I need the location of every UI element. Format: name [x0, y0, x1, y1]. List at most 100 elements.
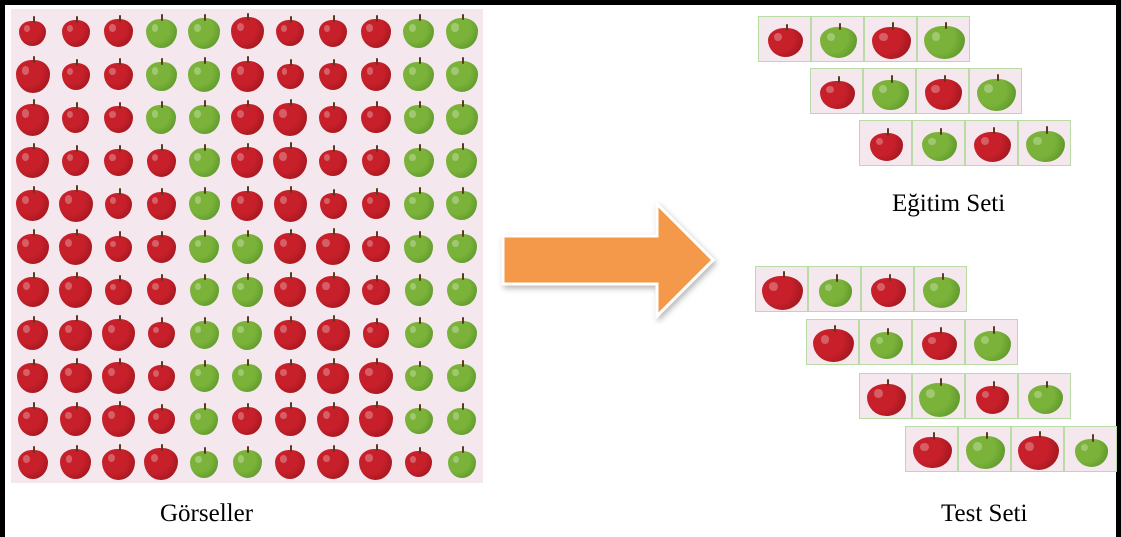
apple-tile [11, 138, 55, 182]
green-apple-icon [870, 332, 903, 360]
apple-tile [225, 9, 269, 53]
apple-stem [992, 326, 995, 334]
apple-stem [837, 75, 840, 84]
apple-tile [53, 224, 98, 269]
apple-tile [440, 9, 483, 53]
apple-tile [806, 319, 859, 365]
apple-tile [268, 396, 312, 441]
apple-stem [118, 357, 121, 365]
green-apple-icon [446, 191, 478, 221]
green-apple-icon [405, 408, 433, 435]
green-apple-icon [445, 17, 479, 49]
apple-tile [225, 181, 269, 225]
red-apple-icon [230, 60, 264, 93]
green-apple-icon [922, 132, 957, 162]
red-apple-icon [274, 363, 306, 394]
red-apple-icon [820, 80, 855, 109]
red-apple-icon [924, 79, 963, 111]
apple-stem [943, 74, 946, 82]
apple-stem [886, 327, 889, 335]
green-apple-icon [922, 277, 961, 309]
apple-stem [75, 145, 78, 153]
apple-stem [375, 357, 378, 365]
apple-tile [182, 95, 227, 139]
red-apple-icon [317, 449, 349, 480]
apple-tile [916, 68, 969, 114]
apple-tile [96, 353, 141, 398]
apple-stem [461, 446, 464, 454]
red-apple-icon [761, 275, 804, 310]
apple-tile [225, 95, 269, 139]
apple-tile [53, 181, 98, 225]
apple-stem [161, 404, 164, 411]
green-apple-icon [188, 61, 221, 92]
apple-stem [333, 101, 336, 109]
apple-tile [182, 138, 227, 182]
apple-tile [354, 396, 398, 441]
apple-stem [833, 324, 836, 332]
apple-tile [182, 396, 227, 441]
apple-tile [440, 439, 483, 483]
apple-tile [440, 353, 483, 398]
apple-tile [758, 16, 811, 62]
apple-stem [32, 445, 35, 453]
apple-stem [161, 230, 164, 238]
apple-stem [290, 315, 293, 323]
apple-stem [75, 102, 78, 110]
apple-tile [225, 439, 269, 483]
apple-stem [461, 186, 464, 194]
apple-tile [225, 267, 269, 312]
apple-stem [204, 230, 207, 238]
apple-stem [204, 100, 207, 108]
green-apple-icon [188, 104, 220, 135]
apple-tile [11, 181, 55, 225]
red-apple-icon [232, 407, 262, 436]
apple-stem [333, 145, 336, 153]
red-apple-icon [359, 405, 393, 438]
red-apple-icon [767, 28, 804, 58]
apple-tile [268, 310, 312, 355]
green-apple-icon [190, 364, 219, 392]
apple-tile [96, 52, 141, 96]
red-apple-icon [104, 235, 133, 262]
apple-tile [311, 310, 355, 355]
apple-stem [161, 443, 164, 451]
apple-tile [53, 9, 98, 53]
green-apple-icon [404, 191, 434, 220]
apple-tile [139, 224, 184, 269]
green-apple-icon [188, 18, 221, 49]
red-apple-icon [813, 329, 854, 363]
green-apple-icon [190, 407, 219, 435]
apple-tile [397, 396, 441, 441]
apple-tile [1018, 120, 1071, 166]
apple-tile [139, 439, 184, 483]
apple-tile [11, 224, 55, 269]
apple-tile [139, 181, 184, 225]
apple-tile [811, 16, 864, 62]
green-apple-icon [189, 321, 219, 349]
apple-tile [859, 319, 912, 365]
red-apple-icon [316, 275, 350, 308]
apple-tile [182, 439, 227, 483]
apple-tile [354, 267, 398, 312]
apple-stem [290, 142, 293, 150]
apple-stem [941, 272, 944, 281]
red-apple-icon [361, 105, 391, 134]
red-apple-icon [273, 190, 307, 222]
red-apple-icon [273, 233, 307, 265]
apple-stem [890, 75, 893, 83]
apple-stem [838, 22, 841, 31]
apple-stem [247, 359, 250, 367]
red-apple-icon [274, 449, 306, 479]
red-apple-icon [16, 233, 49, 265]
green-apple-icon [446, 234, 477, 264]
apple-stem [247, 142, 250, 150]
apple-tile [354, 138, 398, 182]
red-apple-icon [16, 146, 50, 179]
apple-stem [247, 56, 250, 64]
apple-tile [354, 181, 398, 225]
apple-tile [861, 266, 914, 312]
apple-stem [118, 101, 121, 109]
apple-tile [397, 310, 441, 355]
apple-stem [161, 187, 164, 195]
